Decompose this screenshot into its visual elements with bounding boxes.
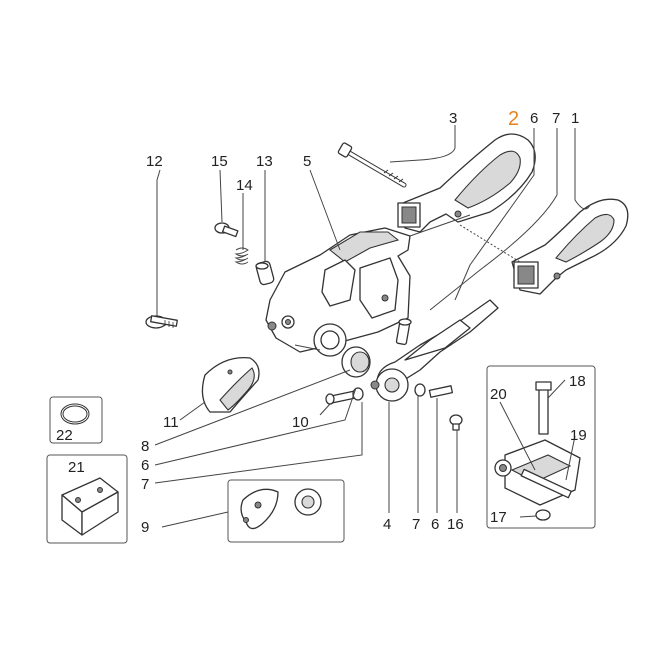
callout-7: 7	[412, 516, 420, 533]
part-11-cover	[201, 356, 260, 413]
part-13-pin	[255, 260, 275, 286]
part-10-bolt	[325, 387, 364, 405]
callout-8: 8	[141, 438, 149, 455]
parts-7-6-16-small-bolts	[414, 383, 463, 431]
callout-16: 16	[447, 516, 464, 533]
callout-1: 1	[571, 110, 579, 127]
callout-11: 11	[163, 414, 179, 431]
callout-9: 9	[141, 519, 149, 536]
callout-18: 18	[569, 373, 586, 390]
callout-3: 3	[449, 110, 457, 127]
leader-lines	[154, 125, 591, 528]
callout-13: 13	[256, 153, 273, 170]
callout-2: 2	[508, 108, 519, 130]
part-8-disc	[341, 346, 371, 378]
callout-6: 6	[141, 457, 149, 474]
inset-parts-17-20	[486, 365, 596, 529]
callout-22: 22	[56, 427, 73, 444]
part-12-bolt	[145, 180, 178, 329]
part-15-screw	[214, 222, 239, 238]
part-14-spring	[234, 247, 249, 265]
callout-12: 12	[146, 153, 163, 170]
callout-7: 7	[552, 110, 560, 127]
callout-17: 17	[490, 509, 507, 526]
callout-21: 21	[68, 459, 85, 476]
parts-6-7-upper-bolts	[395, 318, 412, 346]
callout-14: 14	[236, 177, 253, 194]
part-3-bolt	[337, 142, 407, 188]
callout-7: 7	[141, 476, 149, 493]
inset-part-21	[46, 454, 128, 544]
callout-20: 20	[490, 386, 507, 403]
part-1-handle-half	[511, 198, 629, 295]
part-4-lever	[370, 299, 499, 402]
part-2-handle-half	[397, 133, 536, 233]
part-5-housing	[265, 227, 411, 357]
callout-5: 5	[303, 153, 311, 170]
inset-part-22	[49, 396, 103, 444]
callout-6: 6	[530, 110, 538, 127]
callout-6: 6	[431, 516, 439, 533]
callout-15: 15	[211, 153, 228, 170]
callout-labels: 3 2 6 7 1 12 15 14 13 5 11 22 8 6 7 10 2…	[56, 108, 587, 536]
callout-19: 19	[570, 427, 587, 444]
inset-part-9	[227, 479, 345, 543]
callout-10: 10	[292, 414, 309, 431]
callout-4: 4	[383, 516, 391, 533]
